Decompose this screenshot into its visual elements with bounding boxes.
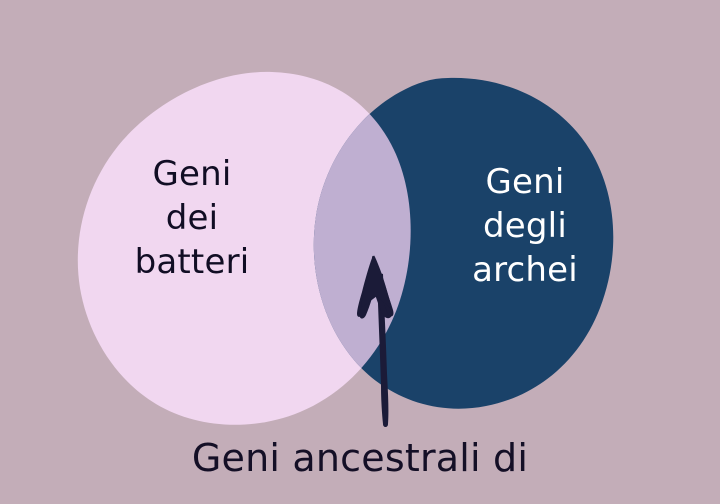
set-label-bacteria: Geni dei batteri — [134, 154, 250, 283]
intersection-caption: Geni ancestrali di — [191, 436, 529, 480]
intersection-arrow — [357, 255, 394, 427]
set-label-archaea: Geni degli archei — [472, 162, 578, 291]
